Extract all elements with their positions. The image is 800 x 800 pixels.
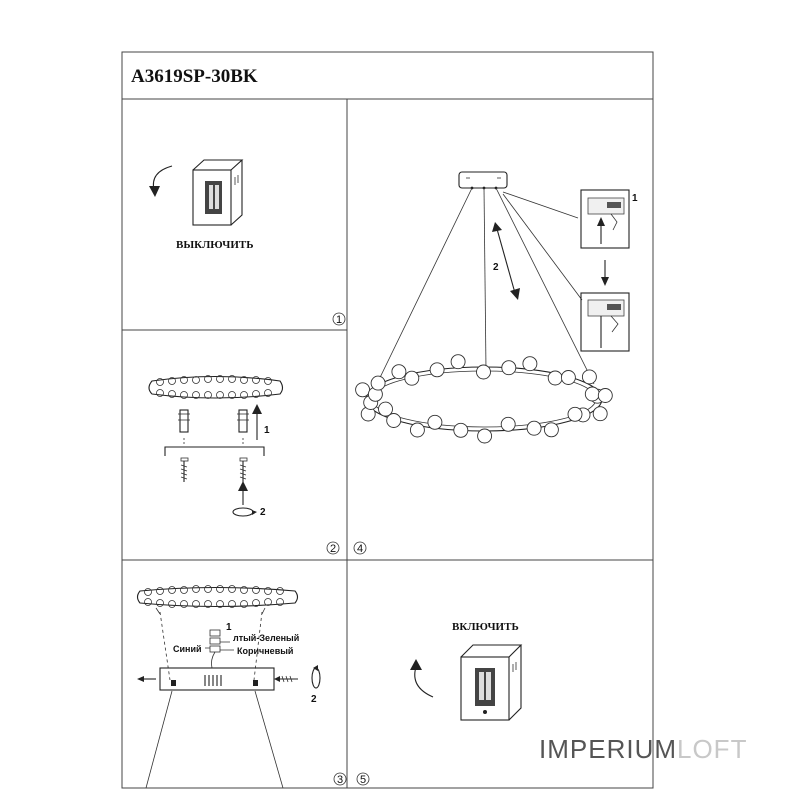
step5-panel: ВКЛЮЧИТЬ 5 bbox=[356, 621, 523, 786]
glass-globe bbox=[560, 370, 576, 385]
glass-globe bbox=[409, 422, 425, 438]
curved-arrow-up-icon bbox=[410, 659, 434, 698]
step2-panel: 1 2 2 bbox=[148, 375, 340, 555]
fixture-ring-wiring-view bbox=[136, 585, 299, 615]
screw-horizontal-right-icon bbox=[274, 675, 298, 683]
glass-globe bbox=[500, 416, 516, 432]
svg-text:2: 2 bbox=[330, 543, 336, 555]
glass-globe bbox=[453, 422, 469, 438]
svg-text:4: 4 bbox=[357, 543, 363, 555]
curved-arrow-down-icon bbox=[149, 165, 173, 197]
step2-label-2: 2 bbox=[260, 507, 266, 518]
wall-anchor-right-icon bbox=[237, 409, 249, 433]
svg-text:5: 5 bbox=[360, 774, 366, 786]
step-number-5: 5 bbox=[356, 772, 370, 786]
wire-yellow-green-label: лтый-Зеленый bbox=[233, 633, 299, 643]
cable-length-label: 2 bbox=[493, 262, 499, 273]
glass-globe bbox=[581, 369, 597, 385]
arrow-down-icon bbox=[601, 260, 609, 286]
step-number-3: 3 bbox=[333, 772, 347, 786]
wire-blue-label: Синий bbox=[173, 644, 202, 654]
step1-panel: ВЫКЛЮЧИТЬ 1 bbox=[149, 159, 346, 326]
glass-globe bbox=[584, 386, 600, 402]
arrow-up-icon bbox=[252, 404, 262, 440]
svg-text:1: 1 bbox=[336, 314, 342, 326]
double-arrow-icon bbox=[492, 222, 520, 300]
switch-box-on-icon bbox=[460, 644, 523, 721]
glass-globe bbox=[477, 428, 493, 444]
screw-horizontal-left-icon bbox=[137, 676, 156, 682]
glass-globe bbox=[597, 388, 613, 403]
glass-globe bbox=[370, 375, 386, 391]
switch-box-off-icon bbox=[192, 159, 244, 226]
glass-globe bbox=[355, 382, 371, 398]
step3-label-1: 1 bbox=[226, 622, 232, 633]
step4-panel: 2 1 4 bbox=[353, 171, 638, 555]
glass-globe bbox=[429, 362, 445, 378]
suspension-cables-lower bbox=[145, 690, 284, 789]
detail-inset-bottom bbox=[580, 292, 630, 352]
glass-globe bbox=[567, 406, 583, 422]
glass-globes bbox=[355, 354, 613, 444]
glass-globe bbox=[386, 413, 402, 428]
glass-globe bbox=[522, 356, 538, 372]
watermark-loft: LOFT bbox=[677, 734, 748, 764]
step-number-2: 2 bbox=[326, 541, 340, 555]
wall-anchor-left-icon bbox=[178, 409, 190, 433]
glass-globe bbox=[378, 401, 393, 417]
arrow-up-rotate-icon bbox=[232, 481, 257, 517]
step2-label-1: 1 bbox=[264, 425, 270, 436]
glass-globe bbox=[501, 360, 517, 376]
watermark-imperium: IMPERIUM bbox=[539, 734, 677, 764]
glass-globe bbox=[543, 422, 559, 438]
step3-label-2: 2 bbox=[311, 694, 317, 705]
glass-globe bbox=[526, 420, 542, 436]
frame bbox=[121, 51, 654, 789]
switch-on-caption: ВКЛЮЧИТЬ bbox=[452, 621, 519, 633]
switch-off-caption: ВЫКЛЮЧИТЬ bbox=[176, 239, 254, 251]
step3-panel: 1 Синий лтый-Зеленый Коричневый 2 bbox=[136, 585, 347, 789]
glass-globe bbox=[476, 364, 491, 380]
fixture-ring-top-view bbox=[148, 375, 284, 399]
glass-globe bbox=[404, 370, 420, 386]
ceiling-canopy-bar bbox=[159, 667, 275, 691]
glass-globe bbox=[450, 354, 466, 370]
glass-globe bbox=[592, 406, 608, 422]
mounting-bracket bbox=[164, 438, 265, 456]
screw-left-icon bbox=[180, 457, 189, 482]
svg-text:3: 3 bbox=[337, 774, 343, 786]
wire-brown-label: Коричневый bbox=[237, 646, 293, 656]
step-number-4: 4 bbox=[353, 541, 367, 555]
glass-globe bbox=[427, 414, 443, 430]
watermark-logo: IMPERIUMLOFT bbox=[539, 734, 747, 765]
suspension-cables bbox=[372, 187, 595, 393]
step-number-1: 1 bbox=[332, 312, 346, 326]
glass-globe bbox=[547, 370, 563, 386]
screw-right-icon bbox=[239, 457, 248, 482]
page-title: A3619SP-30BK bbox=[131, 66, 258, 87]
glass-globe bbox=[391, 364, 407, 380]
detail-inset-top: 1 bbox=[580, 189, 638, 249]
svg-text:1: 1 bbox=[632, 193, 638, 204]
wire-terminals bbox=[205, 629, 234, 669]
rotate-icon bbox=[311, 665, 321, 689]
ceiling-canopy bbox=[458, 171, 508, 190]
